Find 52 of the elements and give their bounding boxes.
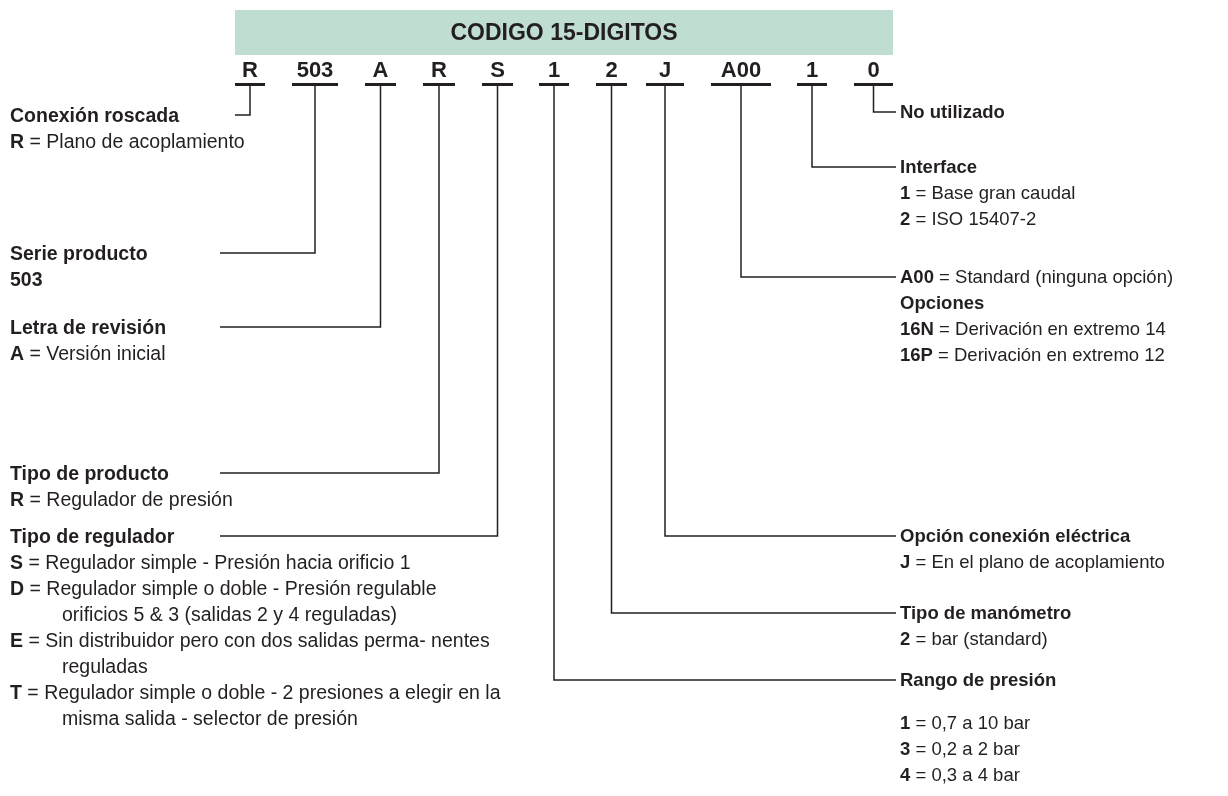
code-definition: 2 = bar (standard) [900, 627, 1049, 651]
code-definition: 3 = 0,2 a 2 bar [900, 737, 1021, 761]
code-definition: 4 = 0,3 a 4 bar [900, 763, 1021, 787]
code-definition: 1 = Base gran caudal [900, 181, 1077, 205]
code-digit: 503 [292, 58, 338, 86]
code-digit: A [365, 58, 396, 86]
leader-line [811, 85, 897, 168]
code-digit: S [482, 58, 513, 86]
code-definition: S = Regulador simple - Presión hacia orificio 1 [10, 550, 412, 575]
code-definition: A00 = Standard (ninguna opción) [900, 265, 1175, 289]
code-definition: A = Versión inicial [10, 341, 167, 366]
field-heading: Opciones [900, 291, 986, 315]
code-definition: 16N = Derivación en extremo 14 [900, 317, 1167, 341]
code-definition: T = Regulador simple o doble - 2 presiones a elegir en la misma salida - selector de presión [10, 680, 502, 731]
field-heading: Letra de revisión [10, 315, 168, 340]
leader-line [664, 85, 897, 537]
field-heading: Tipo de manómetro [900, 601, 1073, 625]
field-heading: 503 [10, 267, 44, 292]
leader-line [553, 85, 897, 681]
field-heading: Conexión roscada [10, 103, 181, 128]
leader-line [219, 85, 382, 328]
code-digit: R [235, 58, 265, 86]
code-digit: J [646, 58, 684, 86]
field-heading: Opción conexión eléctrica [900, 524, 1132, 548]
code-definition: E = Sin distribuidor pero con dos salidas perma- nentes reguladas [10, 628, 491, 679]
leader-line [740, 85, 897, 278]
leader-line [872, 85, 897, 113]
code-definition: 16P = Derivación en extremo 12 [900, 343, 1166, 367]
field-heading: Serie producto [10, 241, 149, 266]
code-digit: 1 [797, 58, 827, 86]
field-heading: Interface [900, 155, 979, 179]
leader-line [234, 85, 251, 116]
code-definition: 1 = 0,7 a 10 bar [900, 711, 1032, 735]
code-digit: R [423, 58, 455, 86]
field-heading: Rango de presión [900, 668, 1058, 692]
field-heading: No utilizado [900, 100, 1006, 124]
title-banner: CODIGO 15-DIGITOS [235, 10, 893, 55]
leader-line [219, 85, 440, 474]
code-definition: R = Regulador de presión [10, 487, 234, 512]
field-heading: Tipo de regulador [10, 524, 176, 549]
leader-line [610, 85, 897, 614]
code-definition: R = Plano de acoplamiento [10, 129, 246, 154]
code-digit: 0 [854, 58, 893, 86]
leader-line [219, 85, 316, 254]
code-digit: A00 [711, 58, 771, 86]
code-digit: 1 [539, 58, 569, 86]
code-definition: 2 = ISO 15407-2 [900, 207, 1038, 231]
code-definition: D = Regulador simple o doble - Presión regulable orificios 5 & 3 (salidas 2 y 4 reguladas) [10, 576, 438, 627]
code-digit: 2 [596, 58, 627, 86]
field-heading: Tipo de producto [10, 461, 170, 486]
code-definition: J = En el plano de acoplamiento [900, 550, 1166, 574]
leader-line [219, 85, 499, 537]
